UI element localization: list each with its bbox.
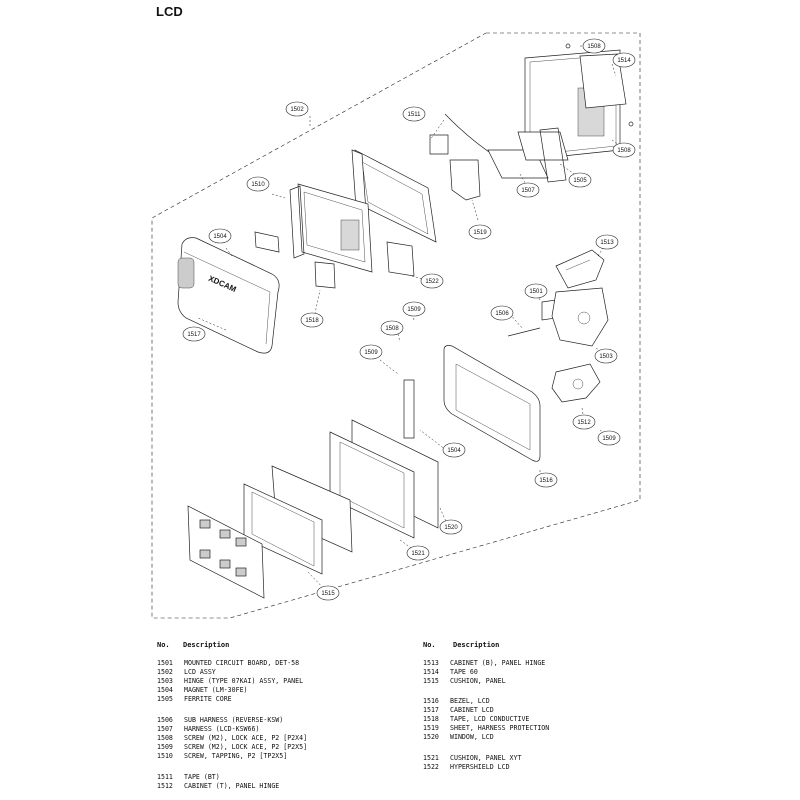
lcd-module-part [289, 183, 373, 273]
hypershield-part [386, 241, 415, 277]
callout-1512: 1512 [572, 414, 596, 430]
svg-text:1514: 1514 [617, 58, 631, 64]
callout-1513: 1513 [595, 234, 619, 250]
back-plate-part [187, 505, 265, 599]
flex-strip-part [403, 379, 415, 439]
svg-text:1505: 1505 [573, 178, 587, 184]
svg-text:1515: 1515 [321, 591, 335, 597]
callout-1509: 1509 [597, 430, 621, 446]
svg-text:1519: 1519 [473, 230, 487, 236]
callout-1520: 1520 [439, 519, 463, 535]
callout-1502: 1502 [285, 101, 309, 117]
callout-group: 1508 1514 1502 1511 1508 1505 1507 1510 … [182, 38, 636, 601]
svg-text:1504: 1504 [213, 234, 227, 240]
svg-text:1512: 1512 [577, 420, 591, 426]
callout-1508: 1508 [612, 142, 636, 158]
assembly-boundary [151, 32, 641, 619]
svg-text:1508: 1508 [385, 326, 399, 332]
svg-text:1502: 1502 [290, 107, 304, 113]
callout-1504: 1504 [208, 228, 232, 244]
callout-1514: 1514 [612, 52, 636, 68]
conductive-tape-part [314, 261, 336, 289]
panel-hinge-part [507, 249, 609, 403]
callout-1510: 1510 [246, 176, 270, 192]
exploded-view-diagram: XDCAM 1508 1514 1502 1511 1508 1505 1507… [151, 32, 641, 619]
callout-1516: 1516 [534, 472, 558, 488]
svg-text:1521: 1521 [411, 551, 425, 557]
svg-text:1513: 1513 [600, 240, 614, 246]
lcd-cabinet-part [177, 237, 280, 354]
callout-1508: 1508 [380, 320, 404, 336]
svg-text:1503: 1503 [599, 354, 613, 360]
svg-text:1509: 1509 [602, 436, 616, 442]
callout-1508: 1508 [582, 38, 606, 54]
sheet-part [449, 159, 481, 201]
callout-1521: 1521 [406, 545, 430, 561]
svg-text:1508: 1508 [587, 44, 601, 50]
column-header-no: No. [423, 641, 436, 649]
svg-text:1520: 1520 [444, 525, 458, 531]
callout-1506: 1506 [490, 305, 514, 321]
callout-1515: 1515 [316, 585, 340, 601]
callout-1509: 1509 [402, 301, 426, 317]
svg-text:1504: 1504 [447, 448, 461, 454]
callout-1509: 1509 [359, 344, 383, 360]
callout-1511: 1511 [402, 106, 426, 122]
svg-text:1508: 1508 [617, 148, 631, 154]
lcd-bezel-part [443, 345, 541, 462]
page-title: LCD [156, 4, 183, 19]
svg-text:1511: 1511 [408, 112, 422, 118]
callout-1503: 1503 [594, 348, 618, 364]
column-header-description: Description [183, 641, 230, 649]
callout-1518: 1518 [300, 312, 324, 328]
svg-text:1517: 1517 [187, 332, 201, 338]
callout-1507: 1507 [516, 182, 540, 198]
svg-text:1522: 1522 [425, 279, 439, 285]
callout-1519: 1519 [468, 224, 492, 240]
rear-frame-part [351, 149, 437, 243]
svg-text:1507: 1507 [521, 188, 535, 194]
panel-cushion-part [243, 465, 353, 575]
callout-1517: 1517 [182, 326, 206, 342]
svg-text:1518: 1518 [305, 318, 319, 324]
svg-text:1509: 1509 [364, 350, 378, 356]
callout-1504: 1504 [442, 442, 466, 458]
column-header-no: No. [157, 641, 170, 649]
callout-1501: 1501 [524, 283, 548, 299]
harness-part [444, 113, 569, 183]
svg-text:1501: 1501 [529, 289, 543, 295]
svg-text:1509: 1509 [407, 307, 421, 313]
svg-text:1516: 1516 [539, 478, 553, 484]
tape-part [429, 134, 449, 155]
conductive-tape-part [254, 231, 280, 253]
callout-1505: 1505 [568, 172, 592, 188]
svg-text:1506: 1506 [495, 311, 509, 317]
lcd-window-part [329, 419, 439, 539]
column-header-description: Description [453, 641, 500, 649]
svg-text:1510: 1510 [251, 182, 265, 188]
callout-1522: 1522 [420, 273, 444, 289]
